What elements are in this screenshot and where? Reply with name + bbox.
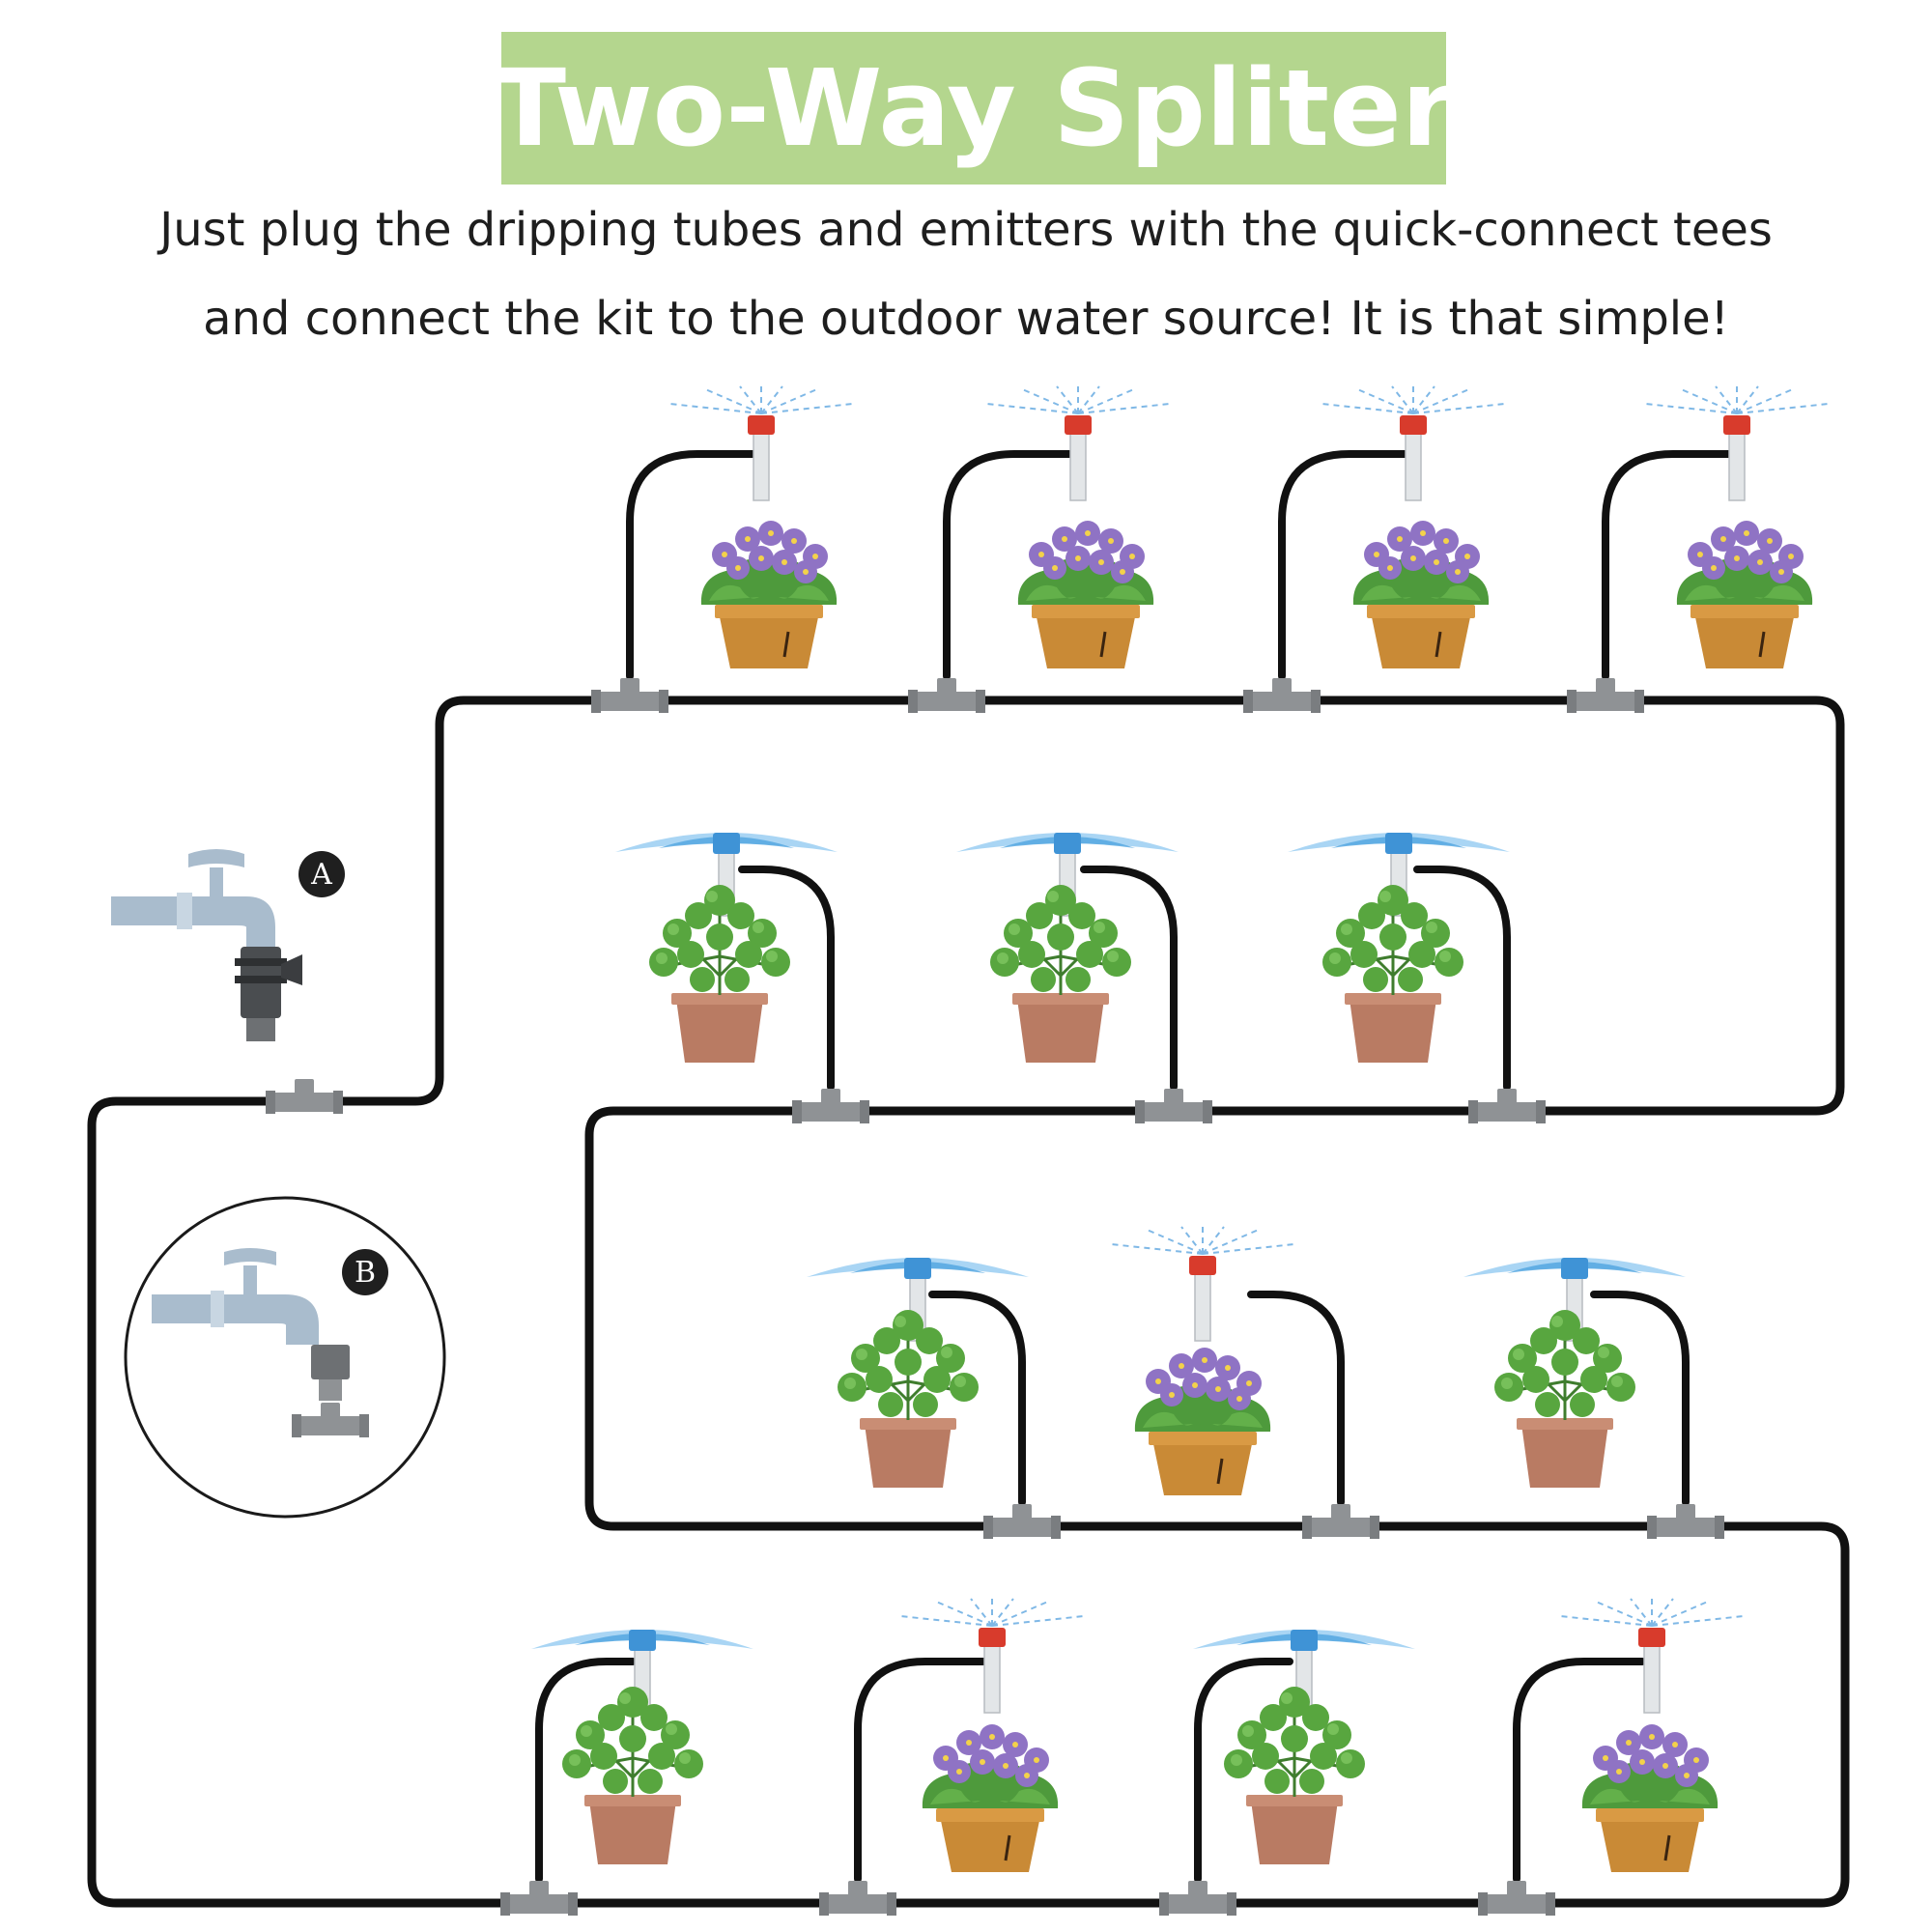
tee-fitting (1468, 1089, 1546, 1123)
tee-fitting (1478, 1881, 1555, 1916)
label-a-text: A (310, 858, 332, 892)
subtitle-line-2: and connect the kit to the outdoor water… (203, 292, 1729, 346)
tee-fitting (1243, 678, 1321, 713)
faucet-icon (111, 849, 302, 1041)
violet-pot-plant (1351, 519, 1491, 670)
tee-fitting (500, 1881, 578, 1916)
leafy-pot-plant (1321, 883, 1465, 1065)
red-spray-stake (1559, 1596, 1745, 1714)
violet-pot-plant (921, 1722, 1060, 1874)
tee-fitting (1302, 1504, 1379, 1539)
tee-fitting (983, 1504, 1061, 1539)
red-spray-stake (668, 384, 854, 501)
tee-fitting (1567, 678, 1644, 713)
main-tubing (87, 696, 1850, 1908)
tee-fitting (591, 678, 668, 713)
tee-fitting (819, 1881, 896, 1916)
plants (560, 519, 1814, 1874)
label-b-text: B (355, 1256, 376, 1290)
red-spray-stake (1110, 1224, 1295, 1342)
label-a-badge (298, 851, 345, 897)
tee-fitting (1159, 1881, 1236, 1916)
tee-fitting (266, 1079, 343, 1114)
leafy-pot-plant (1222, 1685, 1367, 1866)
faucet-b-inset: B (124, 1196, 446, 1519)
leafy-pot-plant (560, 1685, 705, 1866)
red-spray-stake (985, 384, 1171, 501)
leafy-pot-plant (988, 883, 1133, 1065)
violet-pot-plant (1675, 519, 1814, 670)
red-spray-stake (1321, 384, 1506, 501)
tee-fitting (792, 1089, 869, 1123)
title-banner: Two-Way Spliter (494, 32, 1454, 185)
tee-fitting (1647, 1504, 1724, 1539)
violet-pot-plant (1016, 519, 1155, 670)
red-spray-stake (1644, 384, 1830, 501)
page-title: Two-Way Spliter (494, 46, 1454, 170)
inset-circle (124, 1196, 446, 1519)
leafy-pot-plant (1492, 1308, 1637, 1490)
faucet-a: A (111, 849, 345, 1041)
branch-tubes (535, 450, 1743, 1883)
violet-pot-plant (1133, 1346, 1272, 1497)
violet-pot-plant (699, 519, 838, 670)
tee-fitting (1135, 1089, 1212, 1123)
leafy-pot-plant (836, 1308, 980, 1490)
label-b-badge (342, 1249, 388, 1295)
leafy-pot-plant (647, 883, 792, 1065)
red-spray-stake (899, 1596, 1085, 1714)
subtitle-line-1: Just plug the dripping tubes and emitter… (159, 203, 1773, 257)
violet-pot-plant (1580, 1722, 1719, 1874)
tee-fitting (908, 678, 985, 713)
